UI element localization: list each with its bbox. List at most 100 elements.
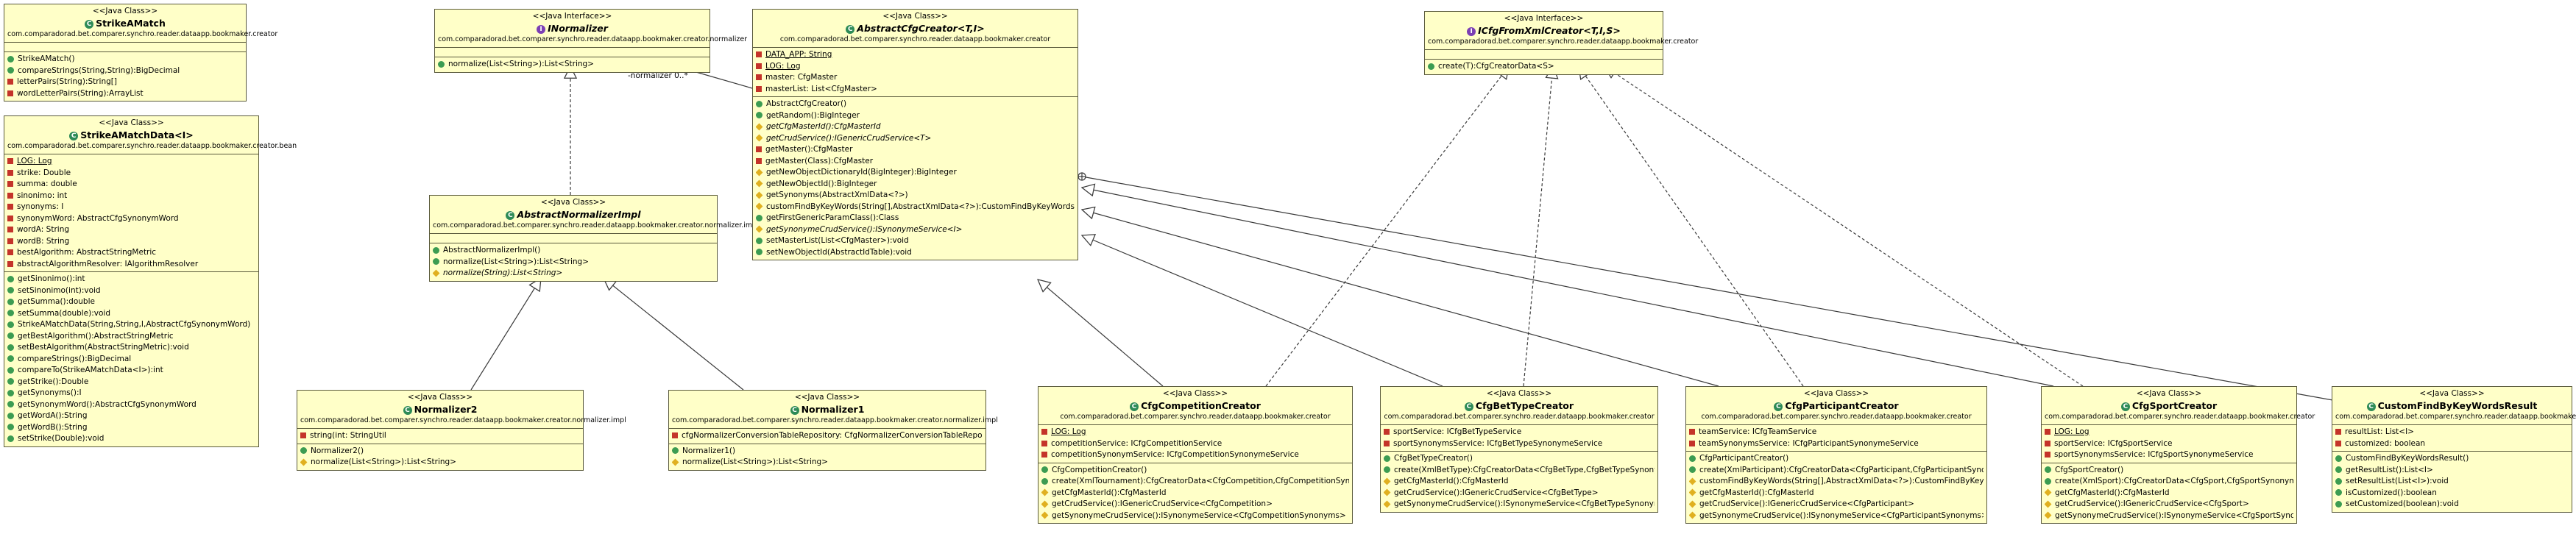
method-row[interactable]: AbstractNormalizerImpl() <box>433 245 714 257</box>
method-row[interactable]: CustomFindByKeyWordsResult() <box>2335 453 2569 465</box>
field-row[interactable]: sportSynonymsService: ICfgSportSynonymeS… <box>2045 449 2293 461</box>
method-row[interactable]: letterPairs(String):String[] <box>7 76 243 88</box>
method-row[interactable]: getBestAlgorithm():AbstractStringMetric <box>7 331 255 343</box>
method-row[interactable]: getCfgMasterId():CfgMasterId <box>1689 488 1984 499</box>
field-row[interactable]: sinonimo: int <box>7 191 255 202</box>
field-row[interactable]: wordA: String <box>7 224 255 236</box>
method-row[interactable]: setStrike(Double):void <box>7 433 255 445</box>
field-row[interactable]: sportSynonymsService: ICfgBetTypeSynonym… <box>1384 438 1655 450</box>
field-row[interactable]: masterList: List<CfgMaster> <box>756 84 1075 96</box>
field-row[interactable]: competitionSynonymService: ICfgCompetiti… <box>1041 449 1349 461</box>
method-row[interactable]: isCustomized():boolean <box>2335 488 2569 499</box>
method-row[interactable]: normalize(List<String>):List<String> <box>438 59 707 71</box>
method-row[interactable]: CfgSportCreator() <box>2045 465 2293 477</box>
field-row[interactable]: LOG: Log <box>1041 427 1349 438</box>
method-row[interactable]: CfgBetTypeCreator() <box>1384 453 1655 465</box>
method-row[interactable]: create(XmlSport):CfgCreatorData<CfgSport… <box>2045 476 2293 488</box>
method-row[interactable]: getCrudService():IGenericCrudService<Cfg… <box>1041 499 1349 510</box>
method-row[interactable]: getNewObjectDictionaryId(BigInteger):Big… <box>756 167 1075 179</box>
method-row[interactable]: compareTo(StrikeAMatchData<I>):int <box>7 365 255 377</box>
method-row[interactable]: getCfgMasterId():CfgMasterId <box>756 121 1075 133</box>
method-row[interactable]: getResultList():List<I> <box>2335 465 2569 477</box>
method-row[interactable]: getSynonymeCrudService():ISynonymeServic… <box>1384 499 1655 510</box>
field-row[interactable]: competitionService: ICfgCompetitionServi… <box>1041 438 1349 450</box>
method-row[interactable]: StrikeAMatchData(String,String,I,Abstrac… <box>7 319 255 331</box>
method-row[interactable]: getMaster(Class):CfgMaster <box>756 156 1075 168</box>
method-row[interactable]: getFirstGenericParamClass():Class <box>756 213 1075 224</box>
field-row[interactable]: teamSynonymsService: ICfgParticipantSyno… <box>1689 438 1984 450</box>
method-row[interactable]: setNewObjectId(AbstractIdTable):void <box>756 247 1075 259</box>
method-row[interactable]: getStrike():Double <box>7 377 255 388</box>
method-row[interactable]: setCustomized(boolean):void <box>2335 499 2569 510</box>
method-row[interactable]: create(XmlParticipant):CfgCreatorData<Cf… <box>1689 465 1984 477</box>
method-row[interactable]: getCrudService():IGenericCrudService<Cfg… <box>1689 499 1984 510</box>
field-row[interactable]: string(int: StringUtil <box>300 430 580 442</box>
field-row[interactable]: LOG: Log <box>2045 427 2293 438</box>
method-row[interactable]: setResultList(List<I>):void <box>2335 476 2569 488</box>
field-row[interactable]: DATA_APP: String <box>756 49 1075 61</box>
method-row[interactable]: create(XmlTournament):CfgCreatorData<Cfg… <box>1041 476 1349 488</box>
method-row[interactable]: setSumma(double):void <box>7 308 255 320</box>
method-row[interactable]: getWordA():String <box>7 410 255 422</box>
method-row[interactable]: getRandom():BigInteger <box>756 110 1075 122</box>
field-row[interactable]: resultList: List<I> <box>2335 427 2569 438</box>
method-row[interactable]: getSinonimo():int <box>7 274 255 285</box>
method-row[interactable]: getWordB():String <box>7 422 255 434</box>
method-row[interactable]: Normalizer1() <box>672 446 983 458</box>
method-row[interactable]: create(XmlBetType):CfgCreatorData<CfgBet… <box>1384 465 1655 477</box>
method-row[interactable]: AbstractCfgCreator() <box>756 99 1075 110</box>
field-row[interactable]: synonymWord: AbstractCfgSynonymWord <box>7 213 255 225</box>
method-row[interactable]: getSumma():double <box>7 296 255 308</box>
method-row[interactable]: getSynonyms(AbstractXmlData<?>) <box>756 190 1075 202</box>
field-row[interactable]: sportService: ICfgBetTypeService <box>1384 427 1655 438</box>
method-row[interactable]: getCrudService():IGenericCrudService<T> <box>756 133 1075 145</box>
method-row[interactable]: getCfgMasterId():CfgMasterId <box>1041 488 1349 499</box>
method-row[interactable]: create(T):CfgCreatorData<S> <box>1428 61 1660 73</box>
field-row[interactable]: synonyms: I <box>7 202 255 213</box>
method-row[interactable]: normalize(List<String>):List<String> <box>300 457 580 469</box>
method-row[interactable]: getCrudService():IGenericCrudService<Cfg… <box>1384 488 1655 499</box>
method-row[interactable]: customFindByKeyWords(String[],AbstractXm… <box>756 202 1075 213</box>
method-row[interactable]: CfgParticipantCreator() <box>1689 453 1984 465</box>
method-row[interactable]: normalize(List<String>):List<String> <box>433 257 714 268</box>
method-row[interactable]: wordLetterPairs(String):ArrayList <box>7 88 243 100</box>
field-row[interactable]: cfgNormalizerConversionTableRepository: … <box>672 430 983 442</box>
field-row[interactable]: wordB: String <box>7 236 255 248</box>
field-row[interactable]: teamService: ICfgTeamService <box>1689 427 1984 438</box>
method-row[interactable]: normalize(List<String>):List<String> <box>672 457 983 469</box>
method-row[interactable]: CfgCompetitionCreator() <box>1041 465 1349 477</box>
method-row[interactable]: setMasterList(List<CfgMaster>):void <box>756 235 1075 247</box>
method-row[interactable]: Normalizer2() <box>300 446 580 458</box>
field-row[interactable]: sportService: ICfgSportService <box>2045 438 2293 450</box>
field-row[interactable]: strike: Double <box>7 168 255 179</box>
method-row[interactable]: getNewObjectId():BigInteger <box>756 179 1075 191</box>
method-row[interactable]: getCrudService():IGenericCrudService<Cfg… <box>2045 499 2293 510</box>
method-row[interactable]: getCfgMasterId():CfgMasterId <box>2045 488 2293 499</box>
method-row[interactable]: getCfgMasterId():CfgMasterId <box>1384 476 1655 488</box>
method-row[interactable]: getSynonymeCrudService():ISynonymeServic… <box>1041 510 1349 522</box>
method-row[interactable]: setSinonimo(int):void <box>7 285 255 297</box>
method-row[interactable]: customFindByKeyWords(String[],AbstractXm… <box>1689 476 1984 488</box>
method-row[interactable]: getSynonymWord():AbstractCfgSynonymWord <box>7 399 255 411</box>
field-row[interactable]: abstractAlgorithmResolver: IAlgorithmRes… <box>7 259 255 271</box>
method-row[interactable]: getSynonymeCrudService():ISynonymeServic… <box>2045 510 2293 522</box>
method-row[interactable]: setBestAlgorithm(AbstractStringMetric):v… <box>7 342 255 354</box>
method-row[interactable]: normalize(String):List<String> <box>433 268 714 280</box>
method-row[interactable]: getMaster():CfgMaster <box>756 144 1075 156</box>
field-row[interactable]: bestAlgorithm: AbstractStringMetric <box>7 247 255 259</box>
method-row[interactable]: StrikeAMatch() <box>7 54 243 65</box>
field-row[interactable]: summa: double <box>7 179 255 191</box>
method-row[interactable]: getSynonyms():I <box>7 388 255 399</box>
